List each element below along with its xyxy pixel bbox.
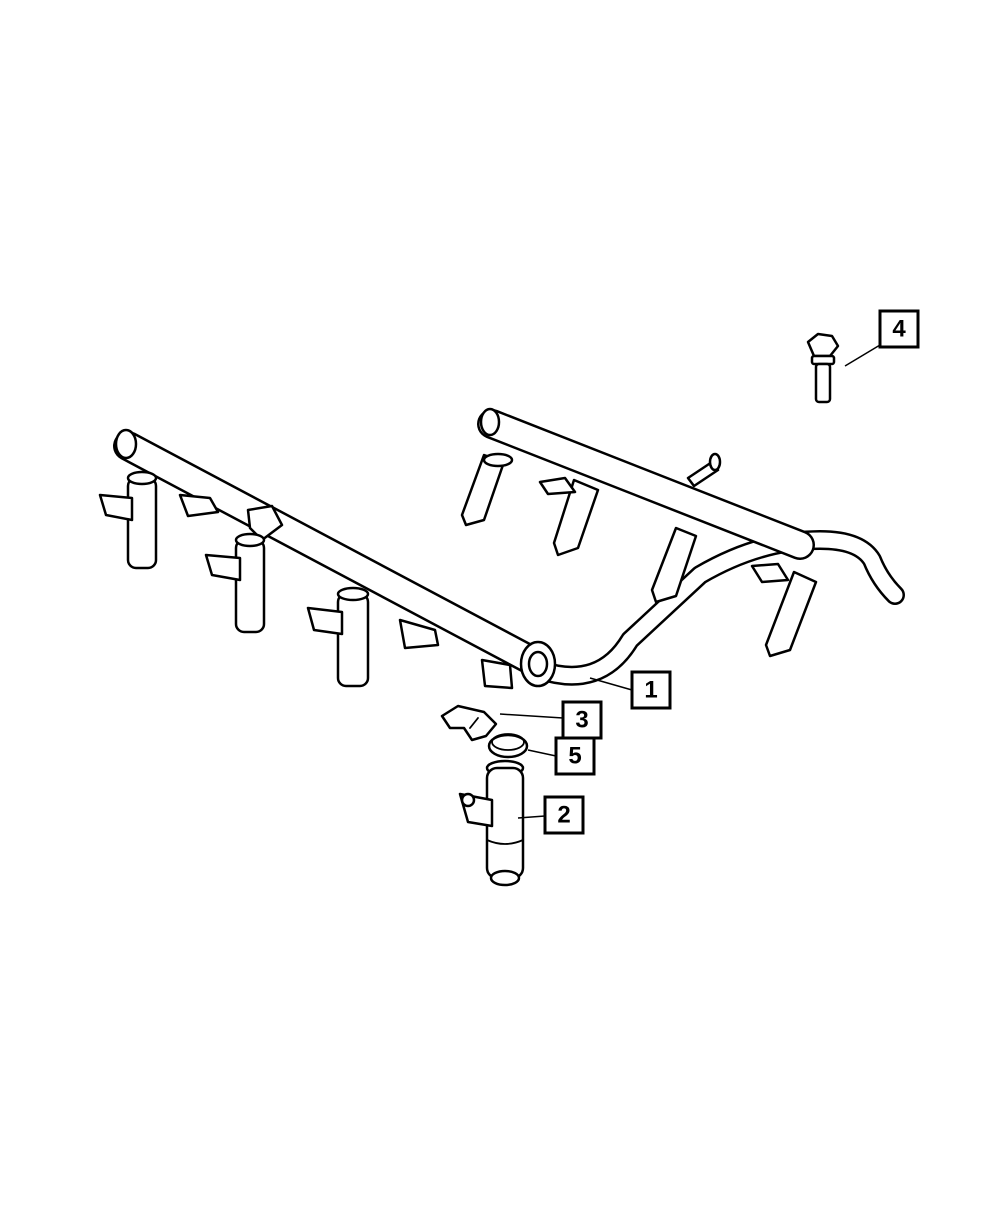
callout-1-label: 1 bbox=[644, 677, 657, 704]
callout-5: 5 bbox=[554, 736, 596, 776]
injector-right-2 bbox=[538, 476, 600, 557]
fuel-injector bbox=[458, 759, 525, 887]
leader-lines bbox=[499, 344, 881, 819]
retainer-clip bbox=[440, 704, 498, 742]
callout-3-label: 3 bbox=[575, 707, 588, 734]
leader-line-4 bbox=[844, 344, 881, 367]
bolt bbox=[806, 332, 840, 404]
fuel-rail-crossover-tube bbox=[530, 530, 905, 686]
o-ring bbox=[487, 733, 529, 759]
injector-right-3 bbox=[650, 526, 698, 604]
leader-line-1 bbox=[589, 677, 633, 691]
callout-2: 2 bbox=[543, 795, 585, 835]
callout-5-label: 5 bbox=[568, 743, 581, 770]
fuel-rail-left-bank bbox=[113, 428, 557, 690]
callout-1: 1 bbox=[630, 670, 672, 710]
leader-line-5 bbox=[527, 749, 557, 757]
injector-left-1 bbox=[98, 470, 158, 570]
callout-2-label: 2 bbox=[557, 802, 570, 829]
callout-3: 3 bbox=[561, 700, 603, 740]
injector-right-4 bbox=[750, 562, 818, 658]
fuel-rail-right-bank bbox=[477, 407, 815, 560]
callout-4: 4 bbox=[878, 309, 920, 349]
injector-right-1 bbox=[460, 452, 514, 527]
injector-left-2 bbox=[204, 532, 266, 634]
installed-injectors bbox=[98, 452, 818, 688]
leader-line-2 bbox=[517, 815, 546, 819]
injector-left-3 bbox=[306, 586, 370, 688]
callout-4-label: 4 bbox=[892, 316, 906, 343]
leader-line-3 bbox=[499, 713, 564, 719]
